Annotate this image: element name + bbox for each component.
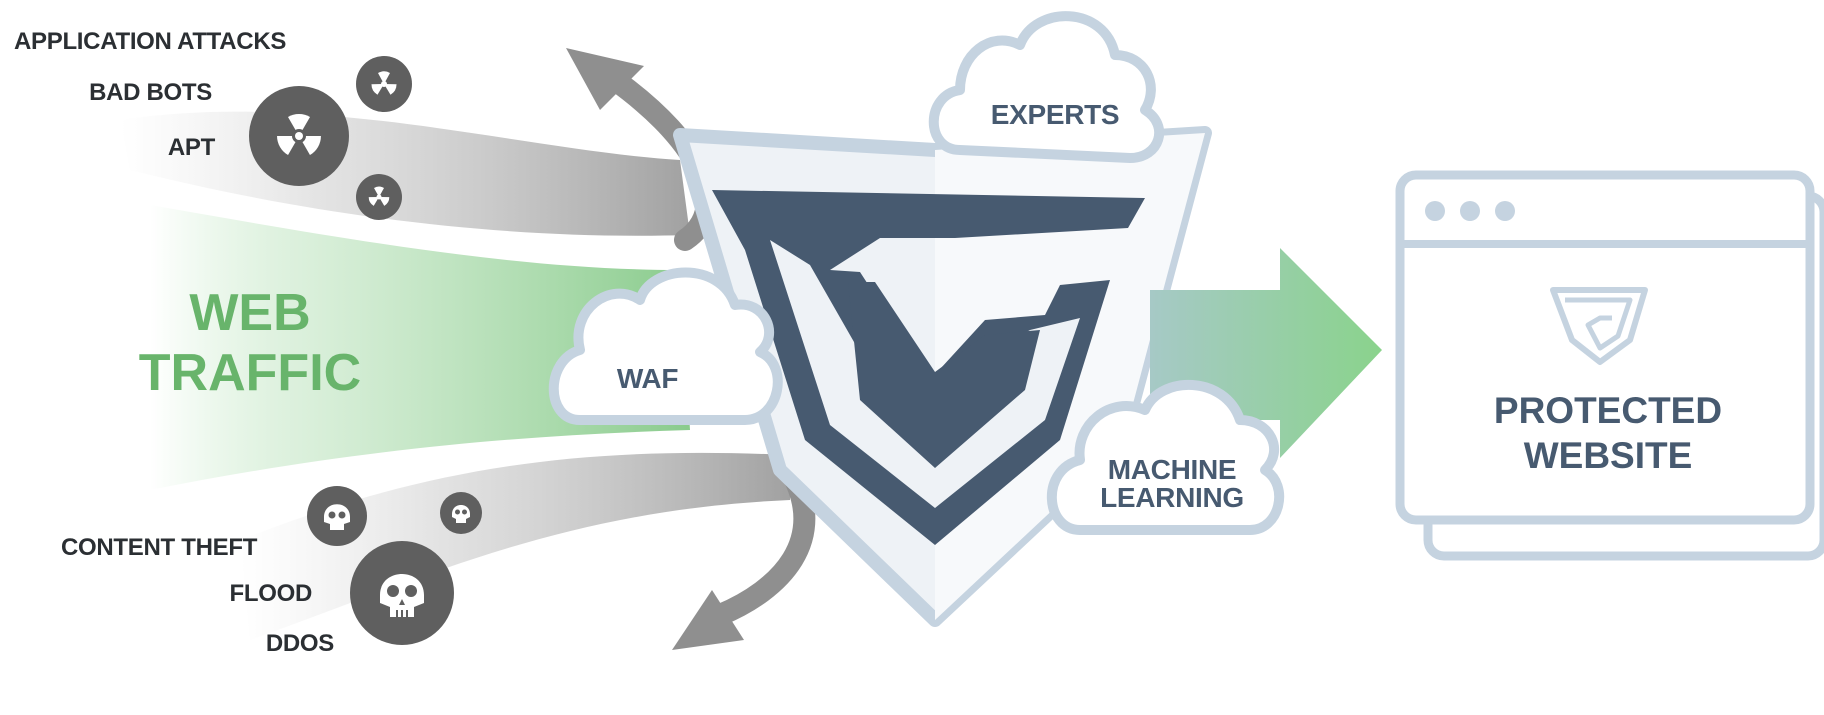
deflect-arrow-top-head [566,48,644,110]
w-logo-shape [712,190,1145,545]
window-dot-2 [1460,201,1480,221]
threat-beam-bottom [240,452,790,640]
skull-icon-small [440,492,482,534]
label-ddos: DDOS [265,630,334,657]
window-dot-3 [1495,201,1515,221]
machine-learning-line1: MACHINE [1107,454,1237,485]
label-bad-bots: BAD BOTS [89,79,212,106]
skull-icon-large [350,541,454,645]
machine-learning-line2: LEARNING [1100,482,1244,513]
label-flood: FLOOD [229,580,313,607]
experts-label: EXPERTS [990,99,1120,130]
window-dot-1 [1425,201,1445,221]
web-traffic-title: WEB TRAFFIC [130,284,370,404]
experts-cloud [928,11,1165,163]
waf-cloud [548,267,783,425]
label-application-attacks: APPLICATION ATTACKS [14,28,287,55]
web-traffic-line1: WEB [189,284,311,342]
machine-learning-cloud [1046,379,1285,535]
protected-website-label: PROTECTED WEBSITE [1440,388,1776,478]
shield [673,126,1212,627]
radiation-icon-large [249,86,349,186]
machine-learning-label: MACHINE LEARNING [1072,456,1272,512]
skull-icon-medium [307,486,367,546]
browser-window [1395,170,1824,561]
web-traffic-beam [150,205,690,490]
mini-shield-icon [1550,287,1648,365]
web-traffic-line2: TRAFFIC [138,343,362,402]
waf-label: WAF [616,363,679,394]
label-apt: APT [167,134,215,161]
protected-website-line2: WEBSITE [1523,435,1693,477]
protected-website-line1: PROTECTED [1493,390,1723,431]
deflect-arrow-bottom-head [672,590,744,650]
radiation-icon-small-top [356,56,412,112]
label-content-theft: CONTENT THEFT [61,534,258,561]
radiation-icon-small-bottom [356,174,402,220]
